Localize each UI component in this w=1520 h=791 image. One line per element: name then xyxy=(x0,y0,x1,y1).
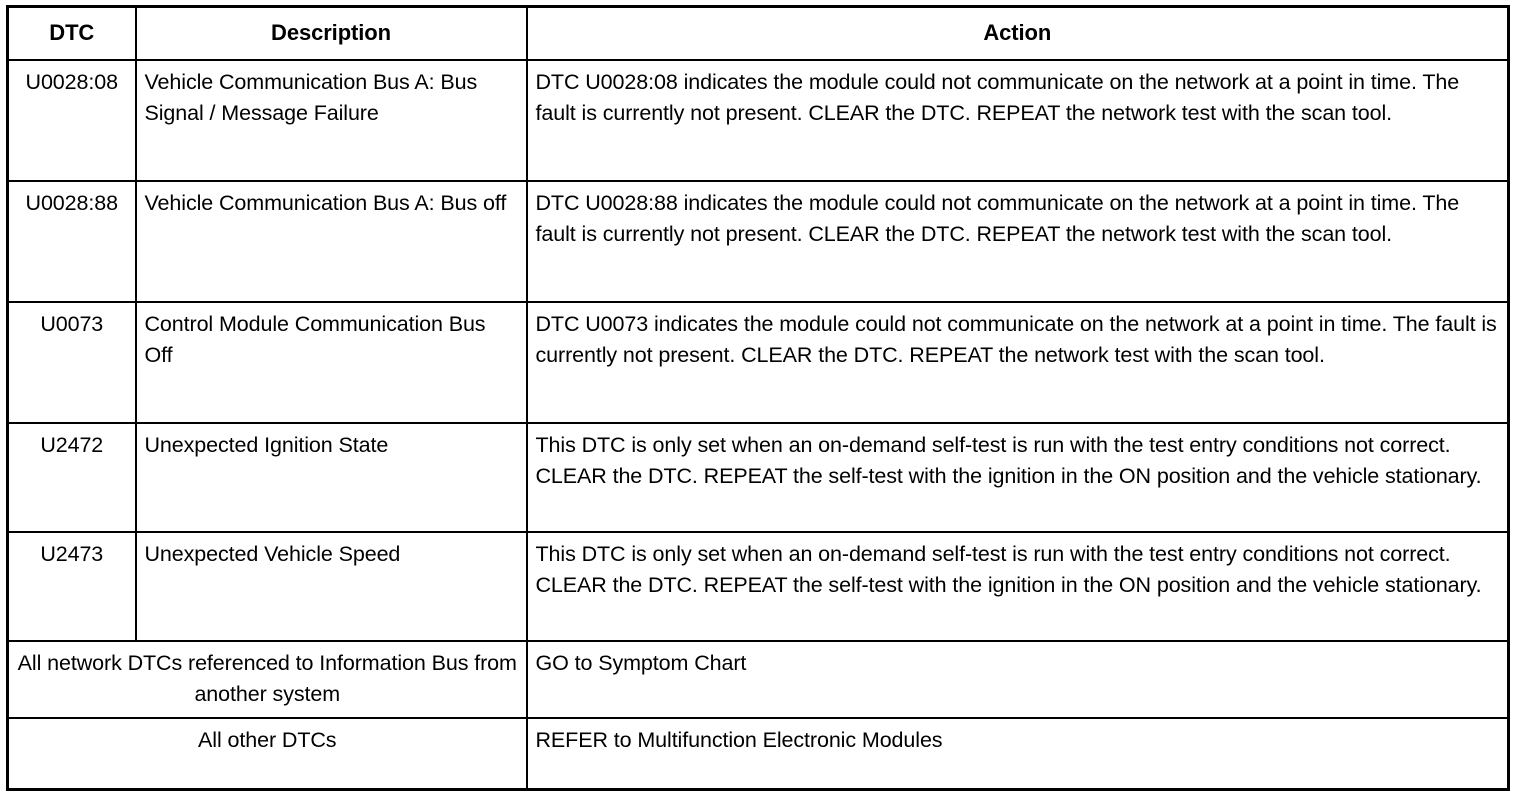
table-row: All other DTCs REFER to Multifunction El… xyxy=(6,716,1510,791)
column-header-dtc: DTC xyxy=(6,5,137,61)
table-header: DTC Description Action xyxy=(6,5,1510,61)
cell-description: Vehicle Communication Bus A: Bus Signal … xyxy=(134,58,528,182)
cell-dtc: U0028:88 xyxy=(6,179,137,303)
cell-dtc: U2472 xyxy=(6,421,137,533)
header-row: DTC Description Action xyxy=(6,5,1510,61)
table-body: U0028:08 Vehicle Communication Bus A: Bu… xyxy=(6,58,1510,791)
cell-dtc: U0028:08 xyxy=(6,58,137,182)
table-row: U0028:08 Vehicle Communication Bus A: Bu… xyxy=(6,58,1510,182)
cell-merged-label: All other DTCs xyxy=(6,716,528,791)
cell-action: GO to Symptom Chart xyxy=(525,639,1510,719)
column-header-action: Action xyxy=(525,5,1510,61)
cell-merged-label: All network DTCs referenced to Informati… xyxy=(6,639,528,719)
cell-description: Control Module Communication Bus Off xyxy=(134,300,528,424)
cell-description: Unexpected Vehicle Speed xyxy=(134,530,528,642)
cell-description: Vehicle Communication Bus A: Bus off xyxy=(134,179,528,303)
table-row: All network DTCs referenced to Informati… xyxy=(6,639,1510,719)
cell-dtc: U0073 xyxy=(6,300,137,424)
cell-action: This DTC is only set when an on-demand s… xyxy=(525,530,1510,642)
cell-dtc: U2473 xyxy=(6,530,137,642)
dtc-chart-sheet: DTC Description Action U0028:08 Vehicle … xyxy=(6,5,1510,791)
cell-action: REFER to Multifunction Electronic Module… xyxy=(525,716,1510,791)
table-row: U0073 Control Module Communication Bus O… xyxy=(6,300,1510,424)
column-header-description: Description xyxy=(134,5,528,61)
cell-action: DTC U0028:88 indicates the module could … xyxy=(525,179,1510,303)
cell-action: This DTC is only set when an on-demand s… xyxy=(525,421,1510,533)
cell-description: Unexpected Ignition State xyxy=(134,421,528,533)
table-row: U2473 Unexpected Vehicle Speed This DTC … xyxy=(6,530,1510,642)
table-row: U0028:88 Vehicle Communication Bus A: Bu… xyxy=(6,179,1510,303)
cell-action: DTC U0073 indicates the module could not… xyxy=(525,300,1510,424)
dtc-diagnostic-table: DTC Description Action U0028:08 Vehicle … xyxy=(6,5,1510,791)
cell-action: DTC U0028:08 indicates the module could … xyxy=(525,58,1510,182)
table-row: U2472 Unexpected Ignition State This DTC… xyxy=(6,421,1510,533)
